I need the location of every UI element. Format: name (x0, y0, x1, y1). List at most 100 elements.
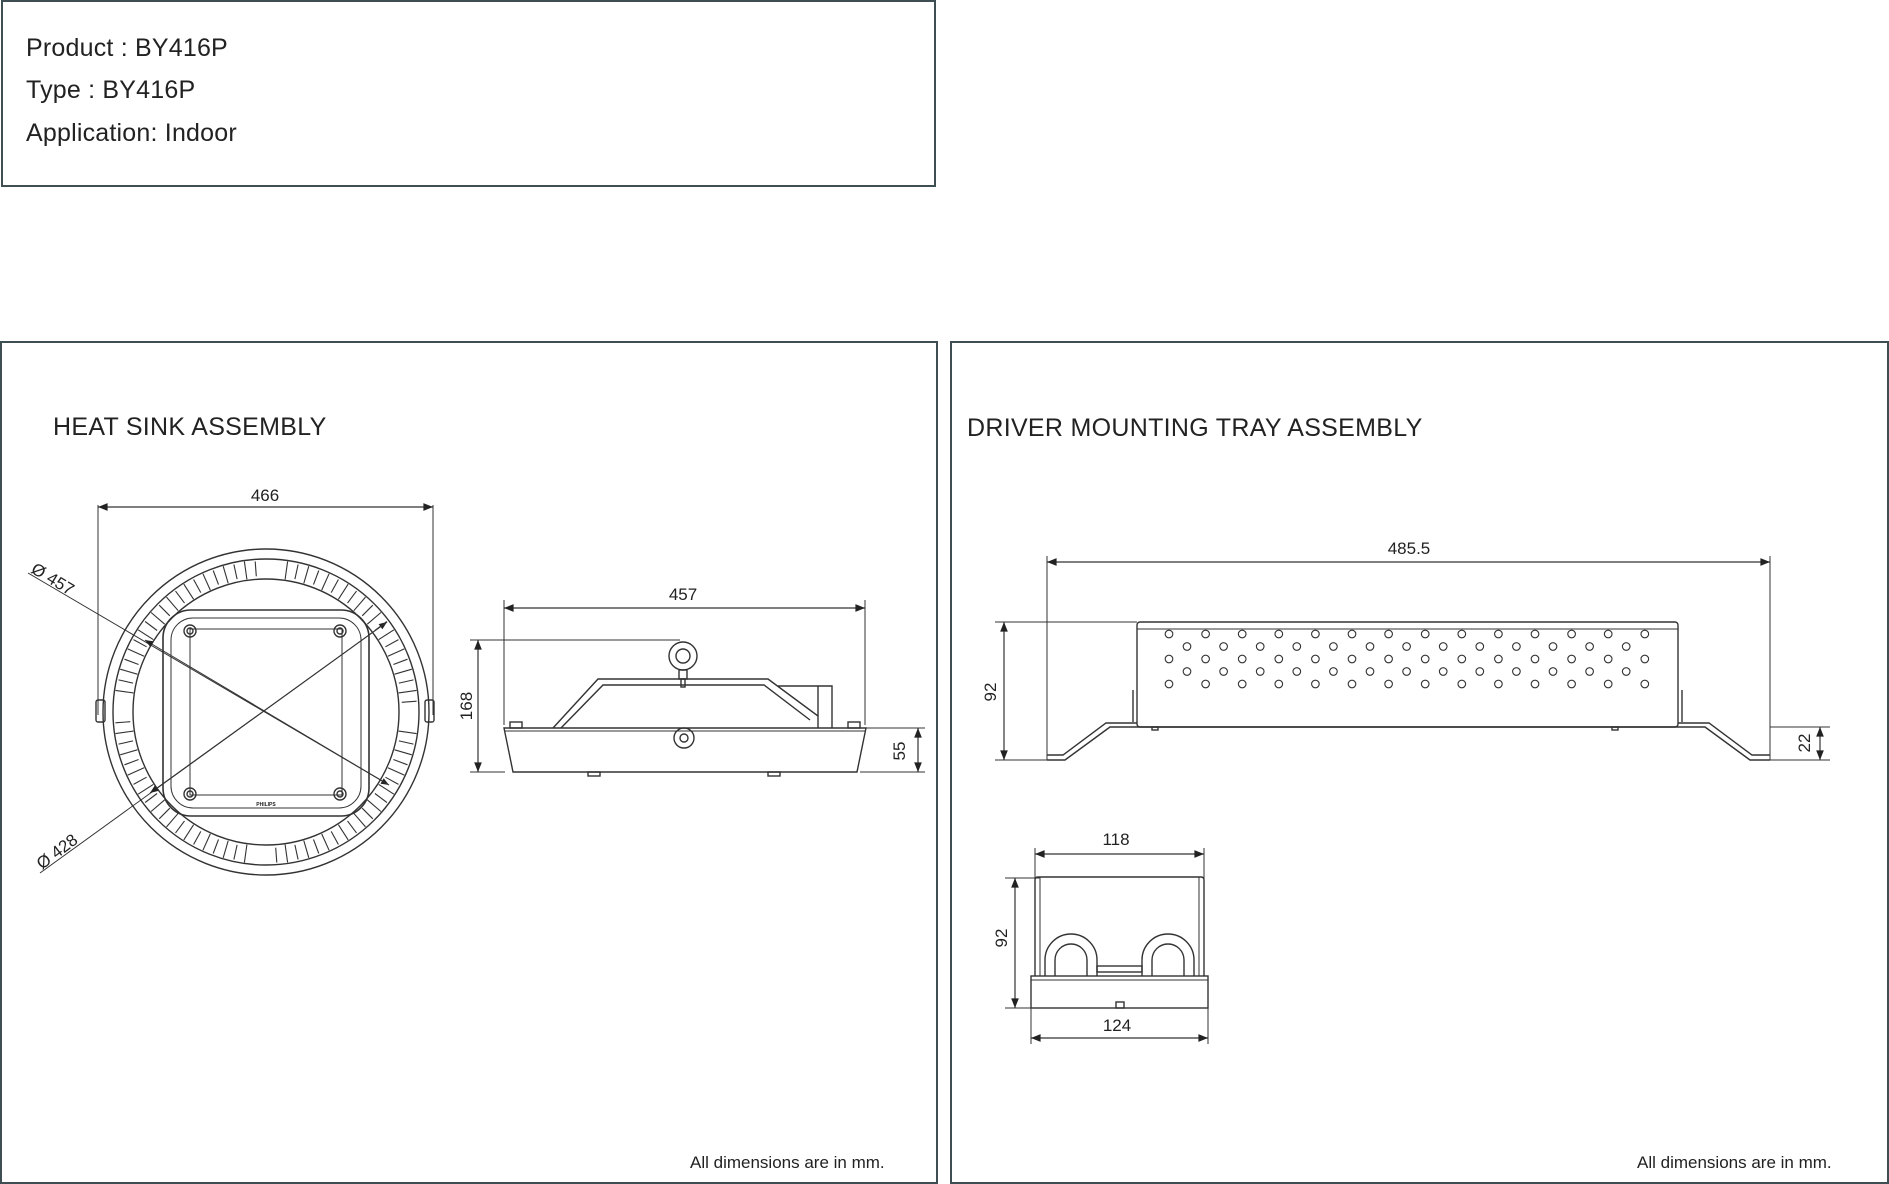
tray-vent-hole (1311, 654, 1320, 664)
tray-vent-hole (1402, 642, 1411, 651)
heat-sink-fin (175, 590, 185, 604)
heat-sink-fin (284, 561, 289, 580)
heat-sink-fin (303, 566, 310, 584)
heat-sink-fin (312, 839, 320, 854)
heat-sink-fin (120, 668, 138, 675)
heat-sink-fin (394, 668, 412, 675)
tray-vent-hole (1457, 629, 1467, 639)
tray-vent-hole (1311, 629, 1320, 639)
heat-sink-fin (393, 758, 408, 766)
heat-sink-fin (115, 721, 131, 724)
heat-sink-fin (127, 767, 145, 776)
heat-sink-title: HEAT SINK ASSEMBLY (53, 413, 327, 441)
heat-sink-fin (387, 767, 405, 776)
heat-sink-fin (150, 612, 166, 625)
tray-vent-hole (1457, 679, 1467, 689)
tray-vent-hole (1494, 679, 1503, 689)
heat-sink-panel: HEAT SINK ASSEMBLY All dimensions are in… (0, 341, 938, 1184)
heat-sink-fin (387, 648, 405, 657)
heat-sink-fin (124, 758, 139, 766)
heat-sink-fin (212, 570, 220, 585)
heat-sink-fin (133, 776, 147, 785)
tray-vent-hole (1530, 654, 1540, 664)
heat-sink-footnote: All dimensions are in mm. (690, 1153, 885, 1172)
tray-vent-hole (1329, 667, 1338, 676)
heat-sink-fin (233, 564, 238, 580)
heat-sink-fin (233, 844, 238, 860)
tray-vent-hole (1347, 679, 1357, 689)
heat-sink-fin (398, 679, 414, 684)
heat-sink-fin (398, 730, 417, 735)
tray-vent-hole (1274, 679, 1284, 689)
tray-vent-hole (1219, 667, 1228, 676)
tray-vent-hole (1438, 667, 1448, 676)
dim-tray-flange: 22 (1795, 734, 1814, 753)
heat-sink-fin (393, 658, 408, 666)
heat-sink-fin (337, 824, 349, 841)
heat-sink-fin (115, 730, 134, 735)
heat-sink-fin (118, 740, 134, 745)
dim-side-height-168: 168 (457, 692, 476, 720)
heat-sink-fin (222, 840, 229, 858)
tray-vent-hole (1530, 629, 1540, 639)
tray-vent-hole (1640, 679, 1650, 689)
tray-vent-hole (1640, 654, 1650, 664)
heat-sink-fin (337, 583, 349, 600)
heat-sink-fin (202, 833, 211, 851)
tray-vent-hole (1585, 642, 1594, 651)
tray-vent-hole (1164, 654, 1174, 664)
product-info-box: Product : BY416P Type : BY416P Applicati… (1, 0, 936, 187)
heat-sink-fin (330, 831, 339, 845)
heat-sink-fin (294, 844, 299, 860)
heat-sink-fin (330, 579, 339, 593)
dim-end-bottom: 124 (1103, 1016, 1131, 1035)
product-label: Product : BY416P (26, 34, 228, 62)
tray-vent-hole (1347, 629, 1357, 639)
heat-sink-fin (353, 596, 366, 612)
tray-vent-hole (1384, 654, 1393, 664)
tray-vent-hole (1475, 667, 1485, 676)
tray-vent-hole (1201, 679, 1210, 689)
heat-sink-fin (150, 799, 166, 812)
tray-vent-hole (1457, 654, 1467, 664)
tray-vent-hole (1420, 629, 1430, 639)
heat-sink-fin (284, 844, 289, 863)
heat-sink-fin (243, 561, 248, 580)
heat-sink-fin (361, 604, 374, 617)
tray-vent-hole (1164, 679, 1174, 689)
heat-sink-fin (374, 793, 388, 803)
heat-sink-fin (385, 776, 399, 785)
tray-vent-hole (1530, 679, 1540, 689)
heat-sink-fin (243, 844, 248, 863)
tray-vent-hole (1164, 629, 1174, 639)
type-label: Type : BY416P (26, 76, 196, 104)
tray-vent-hole (1548, 642, 1558, 651)
heat-sink-fin (303, 840, 310, 858)
tray-vent-hole (1292, 667, 1302, 676)
heat-sink-fin (144, 621, 158, 631)
brand-logo: PHILIPS (256, 802, 276, 808)
heat-sink-fin (118, 679, 134, 684)
tray-vent-hole (1512, 642, 1521, 651)
heat-sink-fin (144, 793, 158, 803)
heat-sink-fin (133, 639, 147, 648)
heat-sink-fin (175, 820, 185, 834)
heat-sink-fin (347, 590, 357, 604)
tray-vent-hole (1274, 629, 1284, 639)
tray-vent-hole (1237, 654, 1247, 664)
tray-vent-hole (1621, 667, 1631, 676)
dim-side-base-55: 55 (890, 742, 909, 761)
dim-tray-height: 92 (981, 683, 1000, 702)
tray-vent-hole (1603, 679, 1613, 689)
tray-vent-hole (1603, 629, 1613, 639)
tray-vent-hole (1255, 642, 1265, 651)
heat-sink-fin (321, 573, 330, 591)
dim-end-top: 118 (1102, 830, 1129, 849)
heat-sink-fin (115, 689, 134, 694)
tray-vent-hole (1494, 654, 1503, 664)
tray-vent-hole (1567, 654, 1576, 664)
heat-sink-fin (321, 833, 330, 851)
heat-sink-fin (158, 604, 171, 617)
heat-sink-fin (124, 658, 139, 666)
